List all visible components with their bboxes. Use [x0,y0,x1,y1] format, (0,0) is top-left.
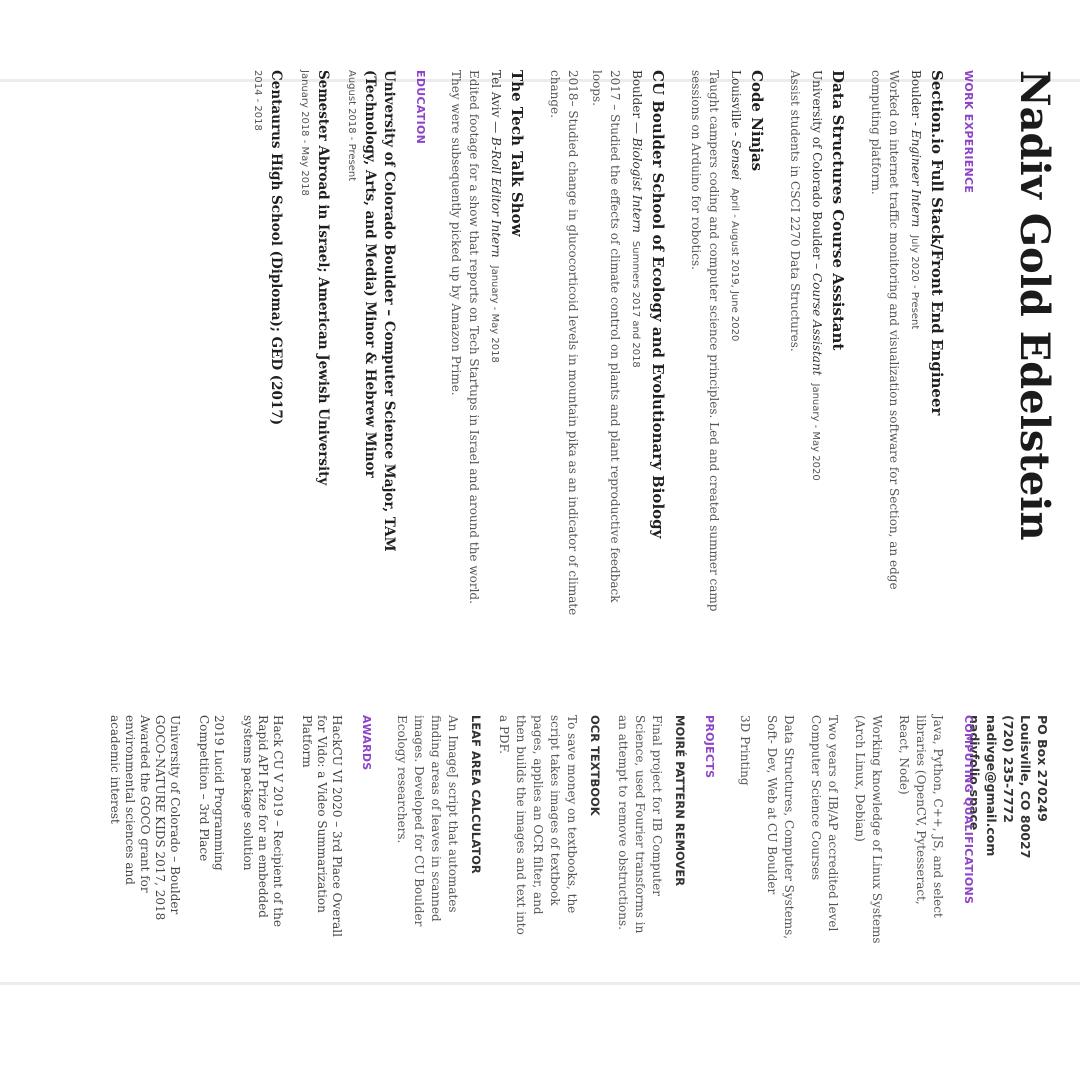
job-role: Sensei [729,140,743,181]
job-dates: July 2020 - Present [909,235,920,330]
contact-block: PO Box 270249 Louisville, CO 80027 (720)… [966,715,1051,945]
job-dates: January - May 2018 [489,265,500,363]
education-entry: Centaurus High School (Diploma); GED (20… [252,70,285,630]
project-description: An ImageJ script that automates finding … [395,715,460,927]
job-entry: Data Structures Course Assistant Universi… [786,70,847,630]
job-separator: — [630,118,644,138]
education-dates: 2014 - 2018 [252,70,263,131]
education-title: Centaurus High School (Diploma); GED (20… [268,70,284,426]
bottom-divider [0,982,1080,985]
job-dates: January - May 2020 [810,383,821,481]
qualification-item: Two years of IB/AP accredited level Comp… [809,715,840,932]
job-dates: April - August 2019, June 2020 [729,188,740,342]
education-list: University of Colorado Boulder – Compute… [252,70,398,630]
job-location: Louisville [729,70,743,129]
job-title: Data Structures Course Assistant [829,70,847,351]
awards-heading: AWARDS [360,715,373,771]
education-entry: University of Colorado Boulder – Compute… [346,70,398,630]
job-title: CU Boulder School of Ecology and Evoluti… [649,70,667,539]
awards-list: HackCU VI 2020 – 3rd Place Overall for V… [107,715,344,945]
project-title: LEAF AREA CALCULATOR [469,715,483,874]
qualification-item: Working knowledge of Linux Systems (Arch… [853,715,884,944]
projects-heading: PROJECTS [703,715,716,779]
contact-email[interactable]: nadivge@gmail.com [984,715,999,857]
qualification-item: Data Structures, Computer Systems, Soft-… [765,715,796,940]
job-description: 2017 – Studied the effects of climate co… [590,70,622,603]
job-entry: The Tech Talk Show Tel Aviv — B-Roll Edit… [447,70,526,630]
job-title: The Tech Talk Show [508,70,526,237]
job-meta: Tel Aviv — B-Roll Editor InternJanuary -… [489,70,503,630]
job-meta: Boulder — Biologist InternSummers 2017 a… [630,70,644,630]
job-description: Edited footage for a show that reports o… [449,70,481,604]
job-entry: CU Boulder School of Ecology and Evoluti… [546,70,667,630]
education-dates: August 2018 - Present [346,70,357,182]
job-location: Tel Aviv [489,70,503,118]
education-heading: EDUCATION [414,70,427,145]
qualification-item: Java, Python, C++, JS, and select librar… [897,715,945,918]
job-entry: Code Ninjas Louisville - SenseiApril - Au… [687,70,766,630]
job-separator: — [489,117,503,138]
job-location: University of Colorado Boulder [810,70,824,260]
job-role: Course Assistant [810,273,824,376]
qualifications-heading: COMPUTING QUALIFICATIONS [962,715,975,905]
education-title: University of Colorado Boulder – Compute… [362,70,397,552]
left-column: WORK EXPERIENCE Section.io Full Stack/Fr… [238,70,975,630]
education-title: Semester Abroad in Israel; American Jewi… [315,70,331,486]
job-description: Worked on internet traffic monitoring an… [869,70,901,590]
job-location: Boulder [909,70,923,119]
contact-address-line2: Louisville, CO 80027 [1018,715,1033,859]
qualification-item: 3D Printing [738,715,752,786]
job-location: Boulder [630,70,644,119]
jobs-list: Section.io Full Stack/Front End Engineer… [447,70,946,630]
project-title: OCR TEXTBOOK [588,715,602,816]
job-separator: - [909,118,923,130]
award-item: HackCU VI 2020 – 3rd Place Overall for V… [300,715,344,937]
top-divider [0,79,1080,82]
job-dates: Summers 2017 and 2018 [630,240,641,368]
qualifications-list: Java, Python, C++, JS, and select librar… [736,715,946,945]
resume-page: Nadiv Gold Edelstein PO Box 270249 Louis… [15,60,1065,958]
job-meta: University of Colorado Boulder – Course … [810,70,824,630]
award-item: University of Colorado – Boulder GOCO-NA… [108,715,182,921]
job-entry: Section.io Full Stack/Front End Engineer… [867,70,946,630]
job-separator: - [729,128,743,140]
contact-address-line1: PO Box 270249 [1035,715,1050,822]
job-role: Biologist Intern [630,137,644,233]
job-description: Taught campers coding and computer scien… [689,70,721,612]
job-title: Section.io Full Stack/Front End Engineer [928,70,946,416]
contact-phone: (720) 235-7772 [1001,715,1016,823]
project-title: MOIRÉ PATTERN REMOVER [673,715,687,887]
education-dates: January 2018 - May 2018 [299,70,310,196]
job-meta: Boulder - Engineer InternJuly 2020 - Pre… [909,70,923,630]
job-meta: Louisville - SenseiApril - August 2019, … [729,70,743,630]
project-description: To save money on textbooks, the script t… [497,715,579,935]
work-experience-heading: WORK EXPERIENCE [962,70,975,194]
job-title: Code Ninjas [748,70,766,172]
projects-list: MOIRÉ PATTERN REMOVER Final project for I… [393,715,687,945]
job-description: 2018– Studied change in glucocorticoid l… [548,70,580,616]
award-item: Hack CU V 2019 – Recipient of the Rapid … [241,715,285,927]
right-column: COMPUTING QUALIFICATIONS Java, Python, C… [93,715,975,945]
resume-name: Nadiv Gold Edelstein [1011,70,1058,541]
job-separator: – [810,259,824,274]
job-role: B-Roll Editor Intern [489,137,503,258]
education-entry: Semester Abroad in Israel; American Jewi… [299,70,332,630]
award-item: 2019 Lucid Programming Competition – 3rd… [197,715,226,871]
project-description: Final project for IB Computer Science, u… [616,715,664,934]
job-role: Engineer Intern [909,129,923,228]
job-description: Assist students in CSCI 2270 Data Struct… [788,70,802,352]
